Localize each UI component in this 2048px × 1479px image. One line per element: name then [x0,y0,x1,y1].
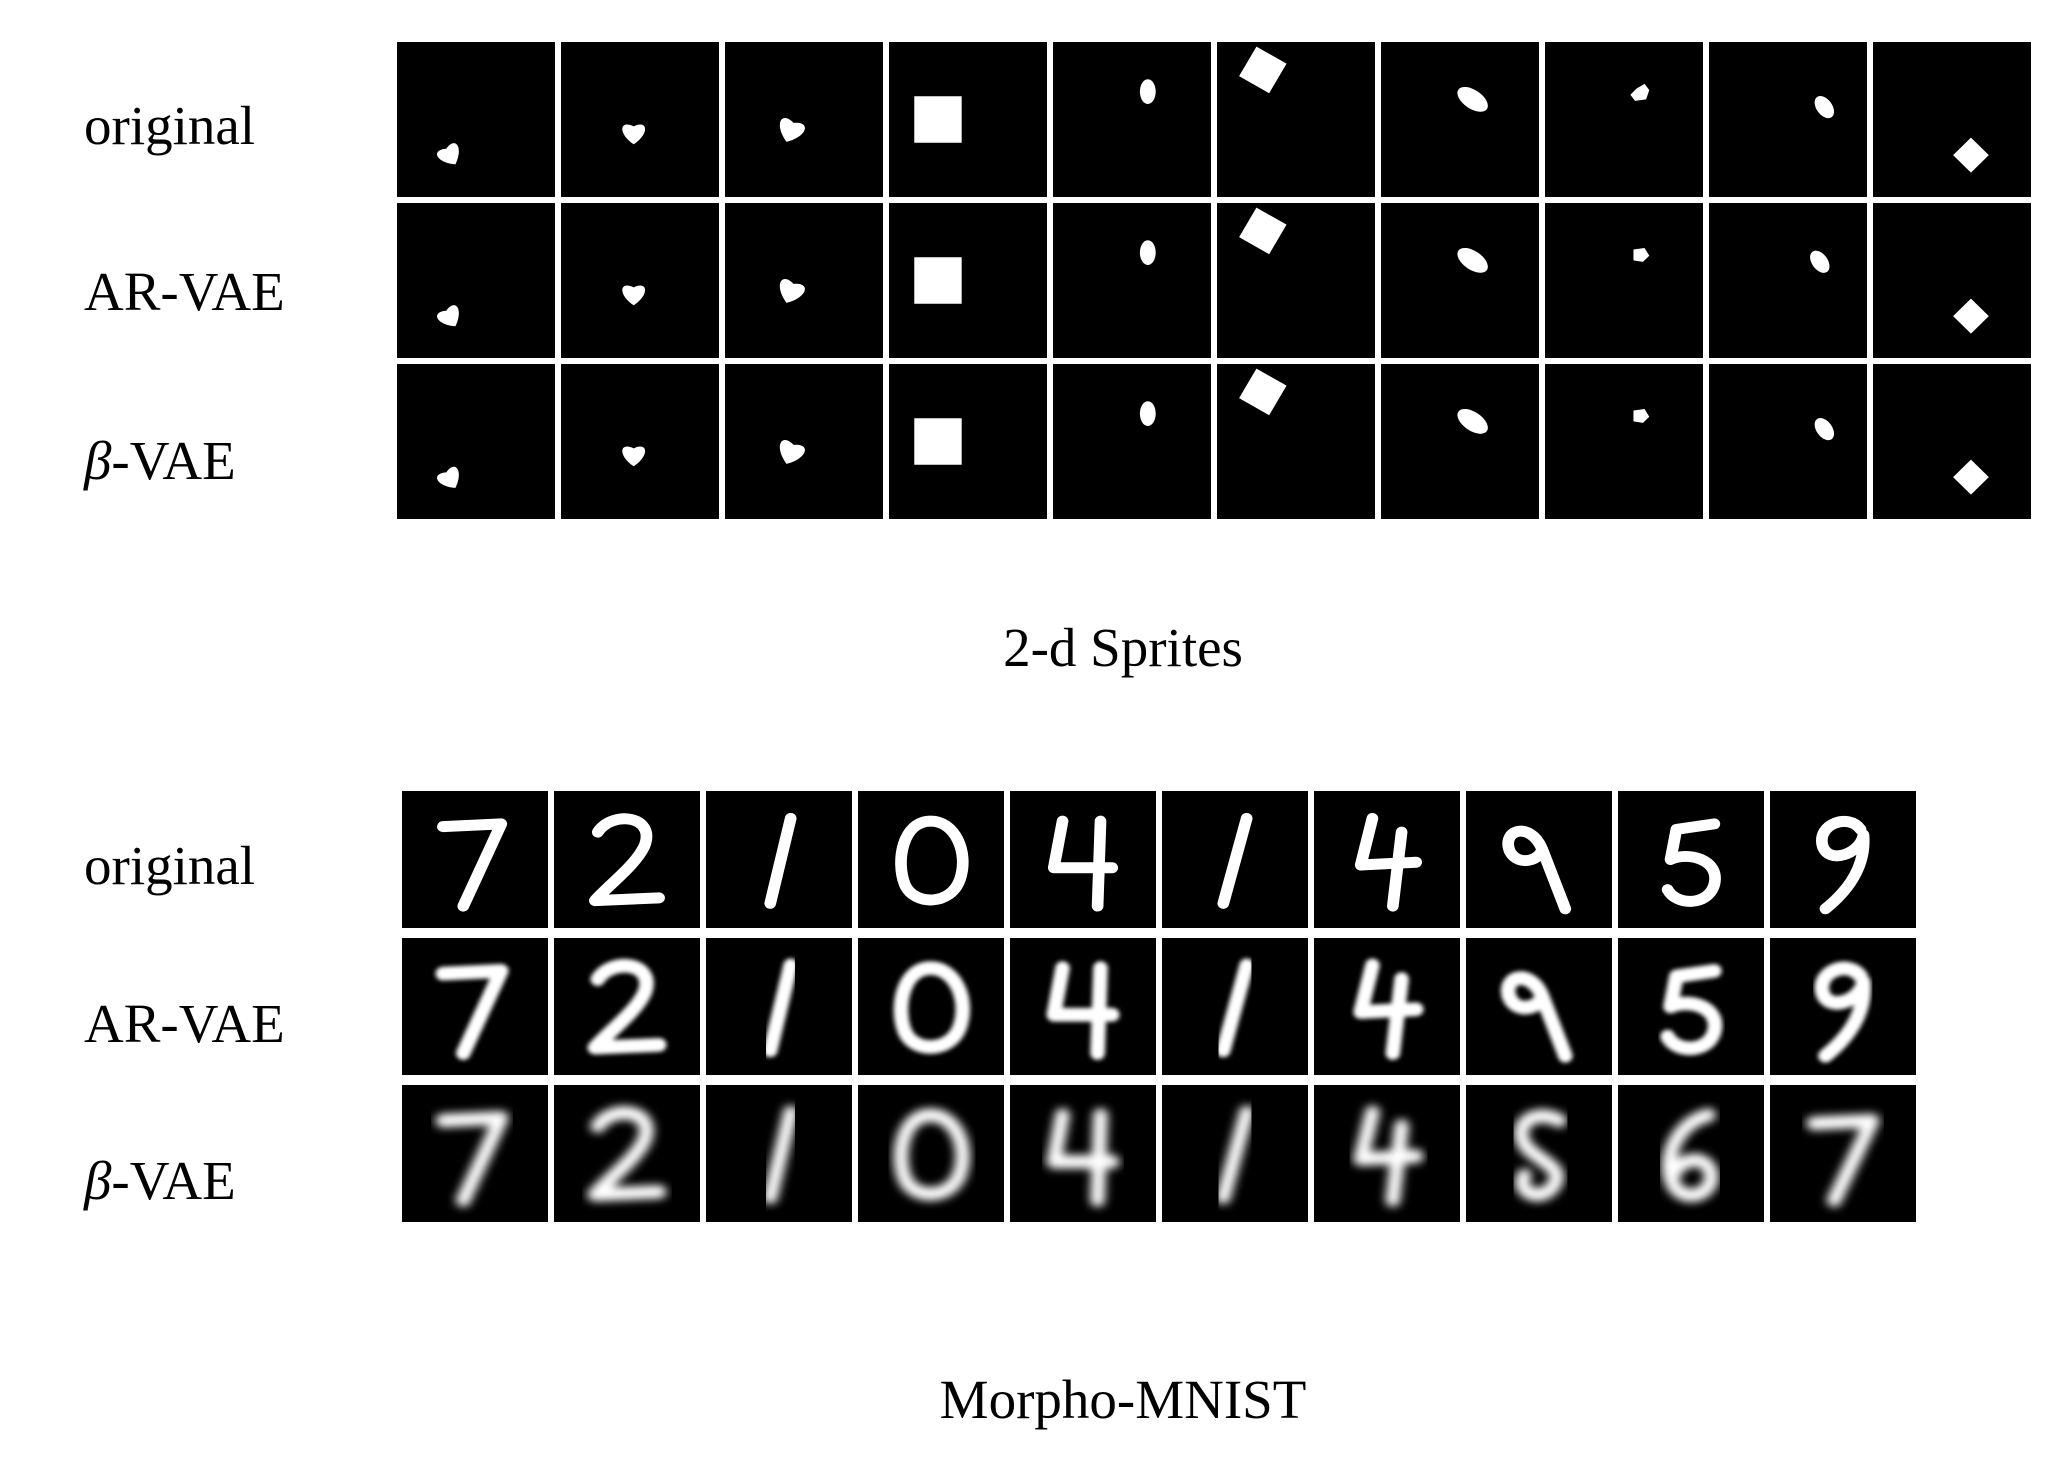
sprites-image-grid [397,42,2031,519]
row-label-ar-vae: AR-VAE [84,261,285,322]
sample-image [725,203,883,358]
sample-image [397,42,555,197]
sample-image [1770,1085,1916,1222]
sample-image [1162,1085,1308,1222]
panel-caption-mnist: Morpho-MNIST [939,1369,1307,1430]
sample-image [1053,364,1211,519]
sample-image [858,1085,1004,1222]
sample-image [725,42,883,197]
sample-image [889,203,1047,358]
sample-image [1162,791,1308,928]
sample-image [706,1085,852,1222]
sample-image [1770,938,1916,1075]
sample-image [561,42,719,197]
sample-image [1217,42,1375,197]
sample-image [1545,42,1703,197]
sample-image [397,364,555,519]
row-label-beta-vae: β-VAE [84,430,236,491]
sample-image [1010,1085,1156,1222]
sample-image [402,1085,548,1222]
sample-image [1381,203,1539,358]
panel-caption-sprites: 2-d Sprites [1003,617,1243,678]
sample-image [1618,938,1764,1075]
sample-image [1053,42,1211,197]
sample-image [561,364,719,519]
sample-image [402,791,548,928]
sample-image [561,203,719,358]
sample-image [858,938,1004,1075]
row-label-original: original [84,95,256,156]
sample-image [1709,364,1867,519]
sample-image [1709,42,1867,197]
sample-image [1466,938,1612,1075]
sample-image [1545,364,1703,519]
sample-image [1314,938,1460,1075]
sample-image [889,364,1047,519]
sample-image [554,938,700,1075]
sample-image [706,938,852,1075]
sample-image [1873,364,2031,519]
sample-image [1709,203,1867,358]
sample-image [1010,791,1156,928]
sample-image [397,203,555,358]
sample-image [1010,938,1156,1075]
row-label-ar-vae: AR-VAE [84,993,285,1054]
sample-image [1466,1085,1612,1222]
sample-image [706,791,852,928]
sample-image [1770,791,1916,928]
sample-image [1381,42,1539,197]
sample-image [1314,1085,1460,1222]
sample-image [1873,42,2031,197]
sample-image [1618,791,1764,928]
sample-image [889,42,1047,197]
sample-image [1545,203,1703,358]
sample-image [1053,203,1211,358]
sample-image [1217,203,1375,358]
mnist-image-grid [402,791,1916,1222]
sample-image [1381,364,1539,519]
sample-image [725,364,883,519]
row-label-original: original [84,835,256,896]
sample-image [1162,938,1308,1075]
sample-image [554,791,700,928]
sample-image [1314,791,1460,928]
sample-image [402,938,548,1075]
sample-image [554,1085,700,1222]
sample-image [1217,364,1375,519]
sample-image [1466,791,1612,928]
sample-image [1618,1085,1764,1222]
sample-image [1873,203,2031,358]
sample-image [858,791,1004,928]
row-label-beta-vae: β-VAE [84,1150,236,1211]
